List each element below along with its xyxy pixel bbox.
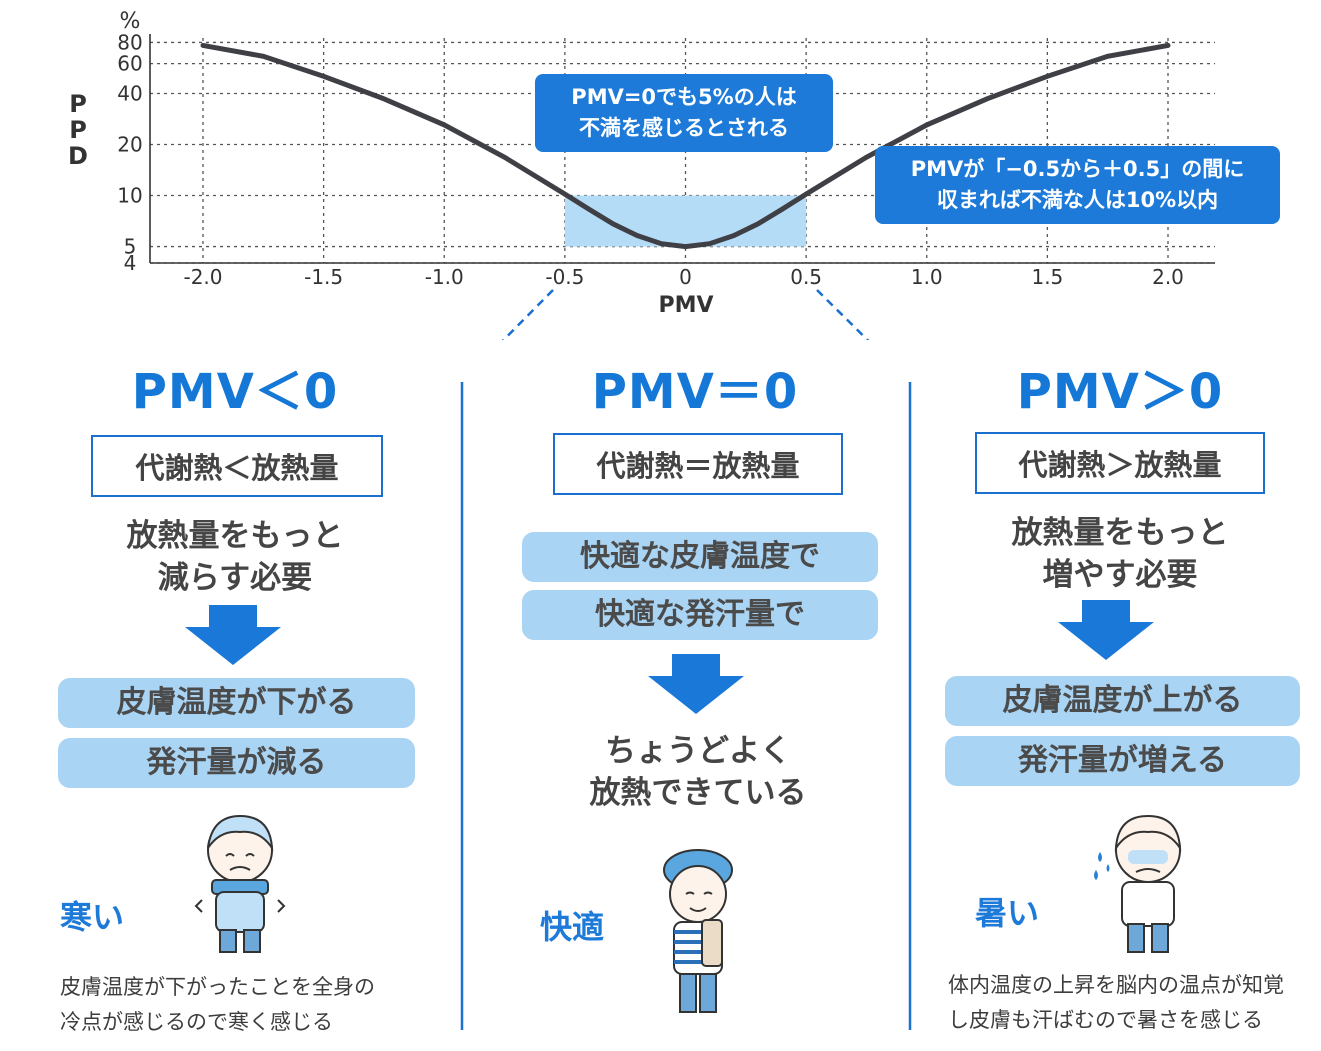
ppd-curve — [200, 42, 1171, 250]
right-panel-desc-line2: し皮膚も汗ばむので暑さを感じる — [948, 1008, 1263, 1032]
x-axis-label: PMV — [658, 293, 713, 318]
annotation-pmv-zero: PMV=0でも5%の人は 不満を感じるとされる — [535, 74, 833, 152]
x-tick-label: 0.5 — [790, 265, 822, 289]
left-panel-pill1: 皮膚温度が下がる — [58, 678, 415, 728]
y-tick-label: 20 — [117, 133, 142, 157]
x-tick-label: -1.0 — [425, 265, 464, 289]
right-panel-title: PMV＞0 — [1016, 364, 1224, 420]
left-panel-label-cold: 寒い — [60, 898, 125, 936]
x-tick-labels: -2.0 -1.5 -1.0 -0.5 0 0.5 1.0 1.5 2.0 — [183, 265, 1183, 289]
cold-person-icon — [194, 814, 286, 953]
annotation-comfort-range: PMVが「−0.5から＋0.5」の間に 収まれば不満な人は10%以内 — [875, 146, 1280, 224]
annotation-comfort-range-line2: 収まれば不満な人は10%以内 — [936, 188, 1219, 212]
right-panel-text-line1: 放熱量をもっと — [1011, 515, 1229, 551]
left-panel-box: 代謝熱＜放熱量 — [91, 435, 383, 497]
hot-person-icon — [1094, 814, 1182, 953]
down-arrow-icon — [185, 605, 281, 665]
annotation-pmv-zero-line2: 不満を感じるとされる — [579, 116, 789, 140]
down-arrow-icon — [1058, 600, 1154, 660]
annotation-comfort-range-line1: PMVが「−0.5から＋0.5」の間に — [910, 157, 1245, 181]
x-tick-label: -2.0 — [183, 265, 222, 289]
left-panel-pill2: 発汗量が減る — [58, 738, 415, 788]
y-tick-label: 4 — [124, 251, 137, 275]
center-panel-pill1: 快適な皮膚温度で — [522, 532, 878, 582]
left-panel-desc-line2: 冷点が感じるので寒く感じる — [60, 1010, 333, 1034]
y-tick-label: 80 — [117, 30, 142, 54]
down-arrow-icon — [648, 654, 744, 714]
connector-left — [501, 289, 554, 340]
right-panel-pill2: 発汗量が増える — [945, 736, 1300, 786]
y-tick-label: 5 — [124, 235, 137, 259]
x-tick-label: 0 — [679, 265, 692, 289]
y-tick-label: 10 — [117, 184, 142, 208]
chart-axes — [149, 34, 1215, 264]
comfortable-person-icon — [663, 849, 733, 1013]
center-panel-text-line1: ちょうどよく — [605, 733, 791, 769]
right-panel-text-line2: 増やす必要 — [1042, 557, 1198, 593]
center-panel-pill2: 快適な発汗量で — [522, 590, 878, 640]
x-tick-label: -0.5 — [545, 265, 584, 289]
right-panel-box: 代謝熱＞放熱量 — [975, 432, 1265, 494]
left-panel-text-line2: 減らす必要 — [157, 560, 313, 596]
left-panel-title: PMV＜0 — [131, 364, 339, 420]
right-panel-desc-line1: 体内温度の上昇を脳内の温点が知覚 — [948, 973, 1284, 997]
y-tick-label: 40 — [117, 81, 142, 105]
connector-right — [816, 289, 870, 340]
y-unit-label: % — [120, 9, 141, 34]
y-tick-label: 60 — [117, 52, 142, 76]
annotation-pmv-zero-line1: PMV=0でも5%の人は — [571, 85, 797, 109]
x-tick-label: -1.5 — [304, 265, 343, 289]
center-panel-box: 代謝熱＝放熱量 — [553, 433, 843, 495]
x-tick-label: 2.0 — [1152, 265, 1184, 289]
center-panel-text-line2: 放熱できている — [589, 775, 807, 811]
right-panel-pill1: 皮膚温度が上がる — [945, 676, 1300, 726]
center-panel-label-comfortable: 快適 — [540, 908, 605, 946]
x-tick-label: 1.0 — [911, 265, 943, 289]
x-tick-label: 1.5 — [1031, 265, 1063, 289]
left-panel-text-line1: 放熱量をもっと — [126, 518, 344, 554]
center-panel-title: PMV＝0 — [591, 364, 799, 420]
right-panel-label-hot: 暑い — [975, 894, 1040, 932]
left-panel-desc-line1: 皮膚温度が下がったことを全身の — [60, 975, 375, 999]
